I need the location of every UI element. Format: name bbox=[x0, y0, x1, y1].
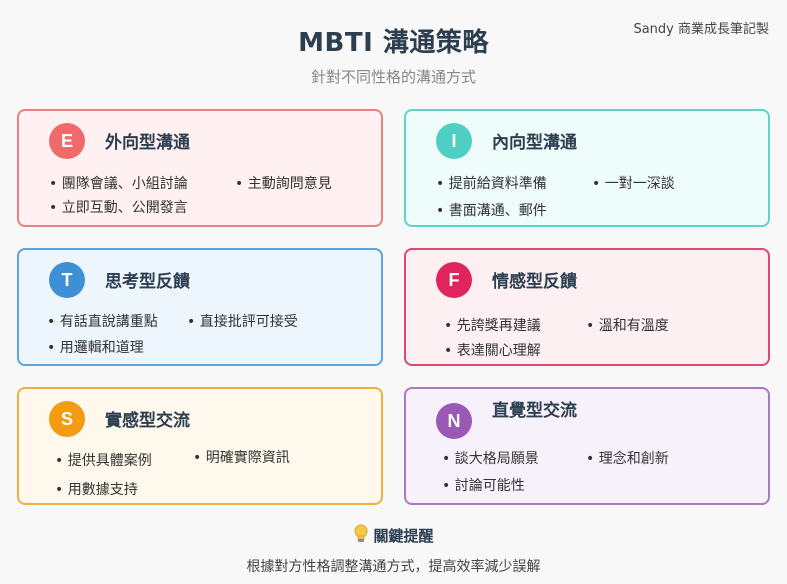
list-item: • 用數據支持 bbox=[55, 482, 138, 498]
card-title: 思考型反饋 bbox=[105, 272, 190, 292]
list-item: • 理念和創新 bbox=[586, 451, 669, 467]
list-item: • 有話直說講重點 bbox=[47, 314, 158, 330]
list-item: • 用邏輯和道理 bbox=[47, 340, 144, 356]
author-credit: Sandy 商業成長筆記製 bbox=[633, 22, 769, 37]
letter-badge-i: I bbox=[436, 123, 472, 159]
card-title: 外向型溝通 bbox=[105, 133, 190, 153]
card-title: 內向型溝通 bbox=[492, 133, 577, 153]
list-item: • 直接批評可接受 bbox=[187, 314, 298, 330]
list-item: • 書面溝通、郵件 bbox=[436, 203, 547, 219]
card-feeling: F 情感型反饋 • 先誇獎再建議 • 溫和有溫度 • 表達關心理解 bbox=[404, 248, 770, 366]
list-item: • 討論可能性 bbox=[442, 478, 525, 494]
letter-badge-n: N bbox=[436, 403, 472, 439]
list-item: • 先誇獎再建議 bbox=[444, 318, 541, 334]
letter-badge-t: T bbox=[49, 262, 85, 298]
tip-heading: 關鍵提醒 bbox=[0, 524, 787, 548]
card-thinking: T 思考型反饋 • 有話直說講重點 • 直接批評可接受 • 用邏輯和道理 bbox=[17, 248, 383, 366]
lightbulb-icon bbox=[353, 524, 369, 548]
tip-text: 根據對方性格調整溝通方式，提高效率減少誤解 bbox=[246, 559, 541, 575]
list-item: • 主動詢問意見 bbox=[235, 176, 332, 192]
card-title: 直覺型交流 bbox=[492, 401, 577, 421]
list-item: • 明確實際資訊 bbox=[193, 450, 290, 466]
list-item: • 立即互動、公開發言 bbox=[49, 200, 188, 216]
card-introvert: I 內向型溝通 • 提前給資料準備 • 一對一深談 • 書面溝通、郵件 bbox=[404, 109, 770, 227]
letter-badge-e: E bbox=[49, 123, 85, 159]
list-item: • 團隊會議、小組討論 bbox=[49, 176, 188, 192]
page-subtitle: 針對不同性格的溝通方式 bbox=[310, 68, 476, 86]
card-title: 情感型反饋 bbox=[492, 272, 577, 292]
list-item: • 提前給資料準備 bbox=[436, 176, 547, 192]
list-item: • 表達關心理解 bbox=[444, 343, 541, 359]
card-sensing: S 實感型交流 • 提供具體案例 • 明確實際資訊 • 用數據支持 bbox=[17, 387, 383, 505]
card-extravert: E 外向型溝通 • 團隊會議、小組討論 • 主動詢問意見 • 立即互動、公開發言 bbox=[17, 109, 383, 227]
tip-heading-text: 關鍵提醒 bbox=[373, 527, 434, 545]
list-item: • 一對一深談 bbox=[592, 176, 675, 192]
list-item: • 談大格局願景 bbox=[442, 451, 539, 467]
list-item: • 溫和有溫度 bbox=[586, 318, 669, 334]
list-item: • 提供具體案例 bbox=[55, 453, 152, 469]
page-title: MBTI 溝通策略 bbox=[298, 28, 489, 58]
card-title: 實感型交流 bbox=[105, 411, 190, 431]
letter-badge-s: S bbox=[49, 401, 85, 437]
card-intuition: N 直覺型交流 • 談大格局願景 • 理念和創新 • 討論可能性 bbox=[404, 387, 770, 505]
letter-badge-f: F bbox=[436, 262, 472, 298]
